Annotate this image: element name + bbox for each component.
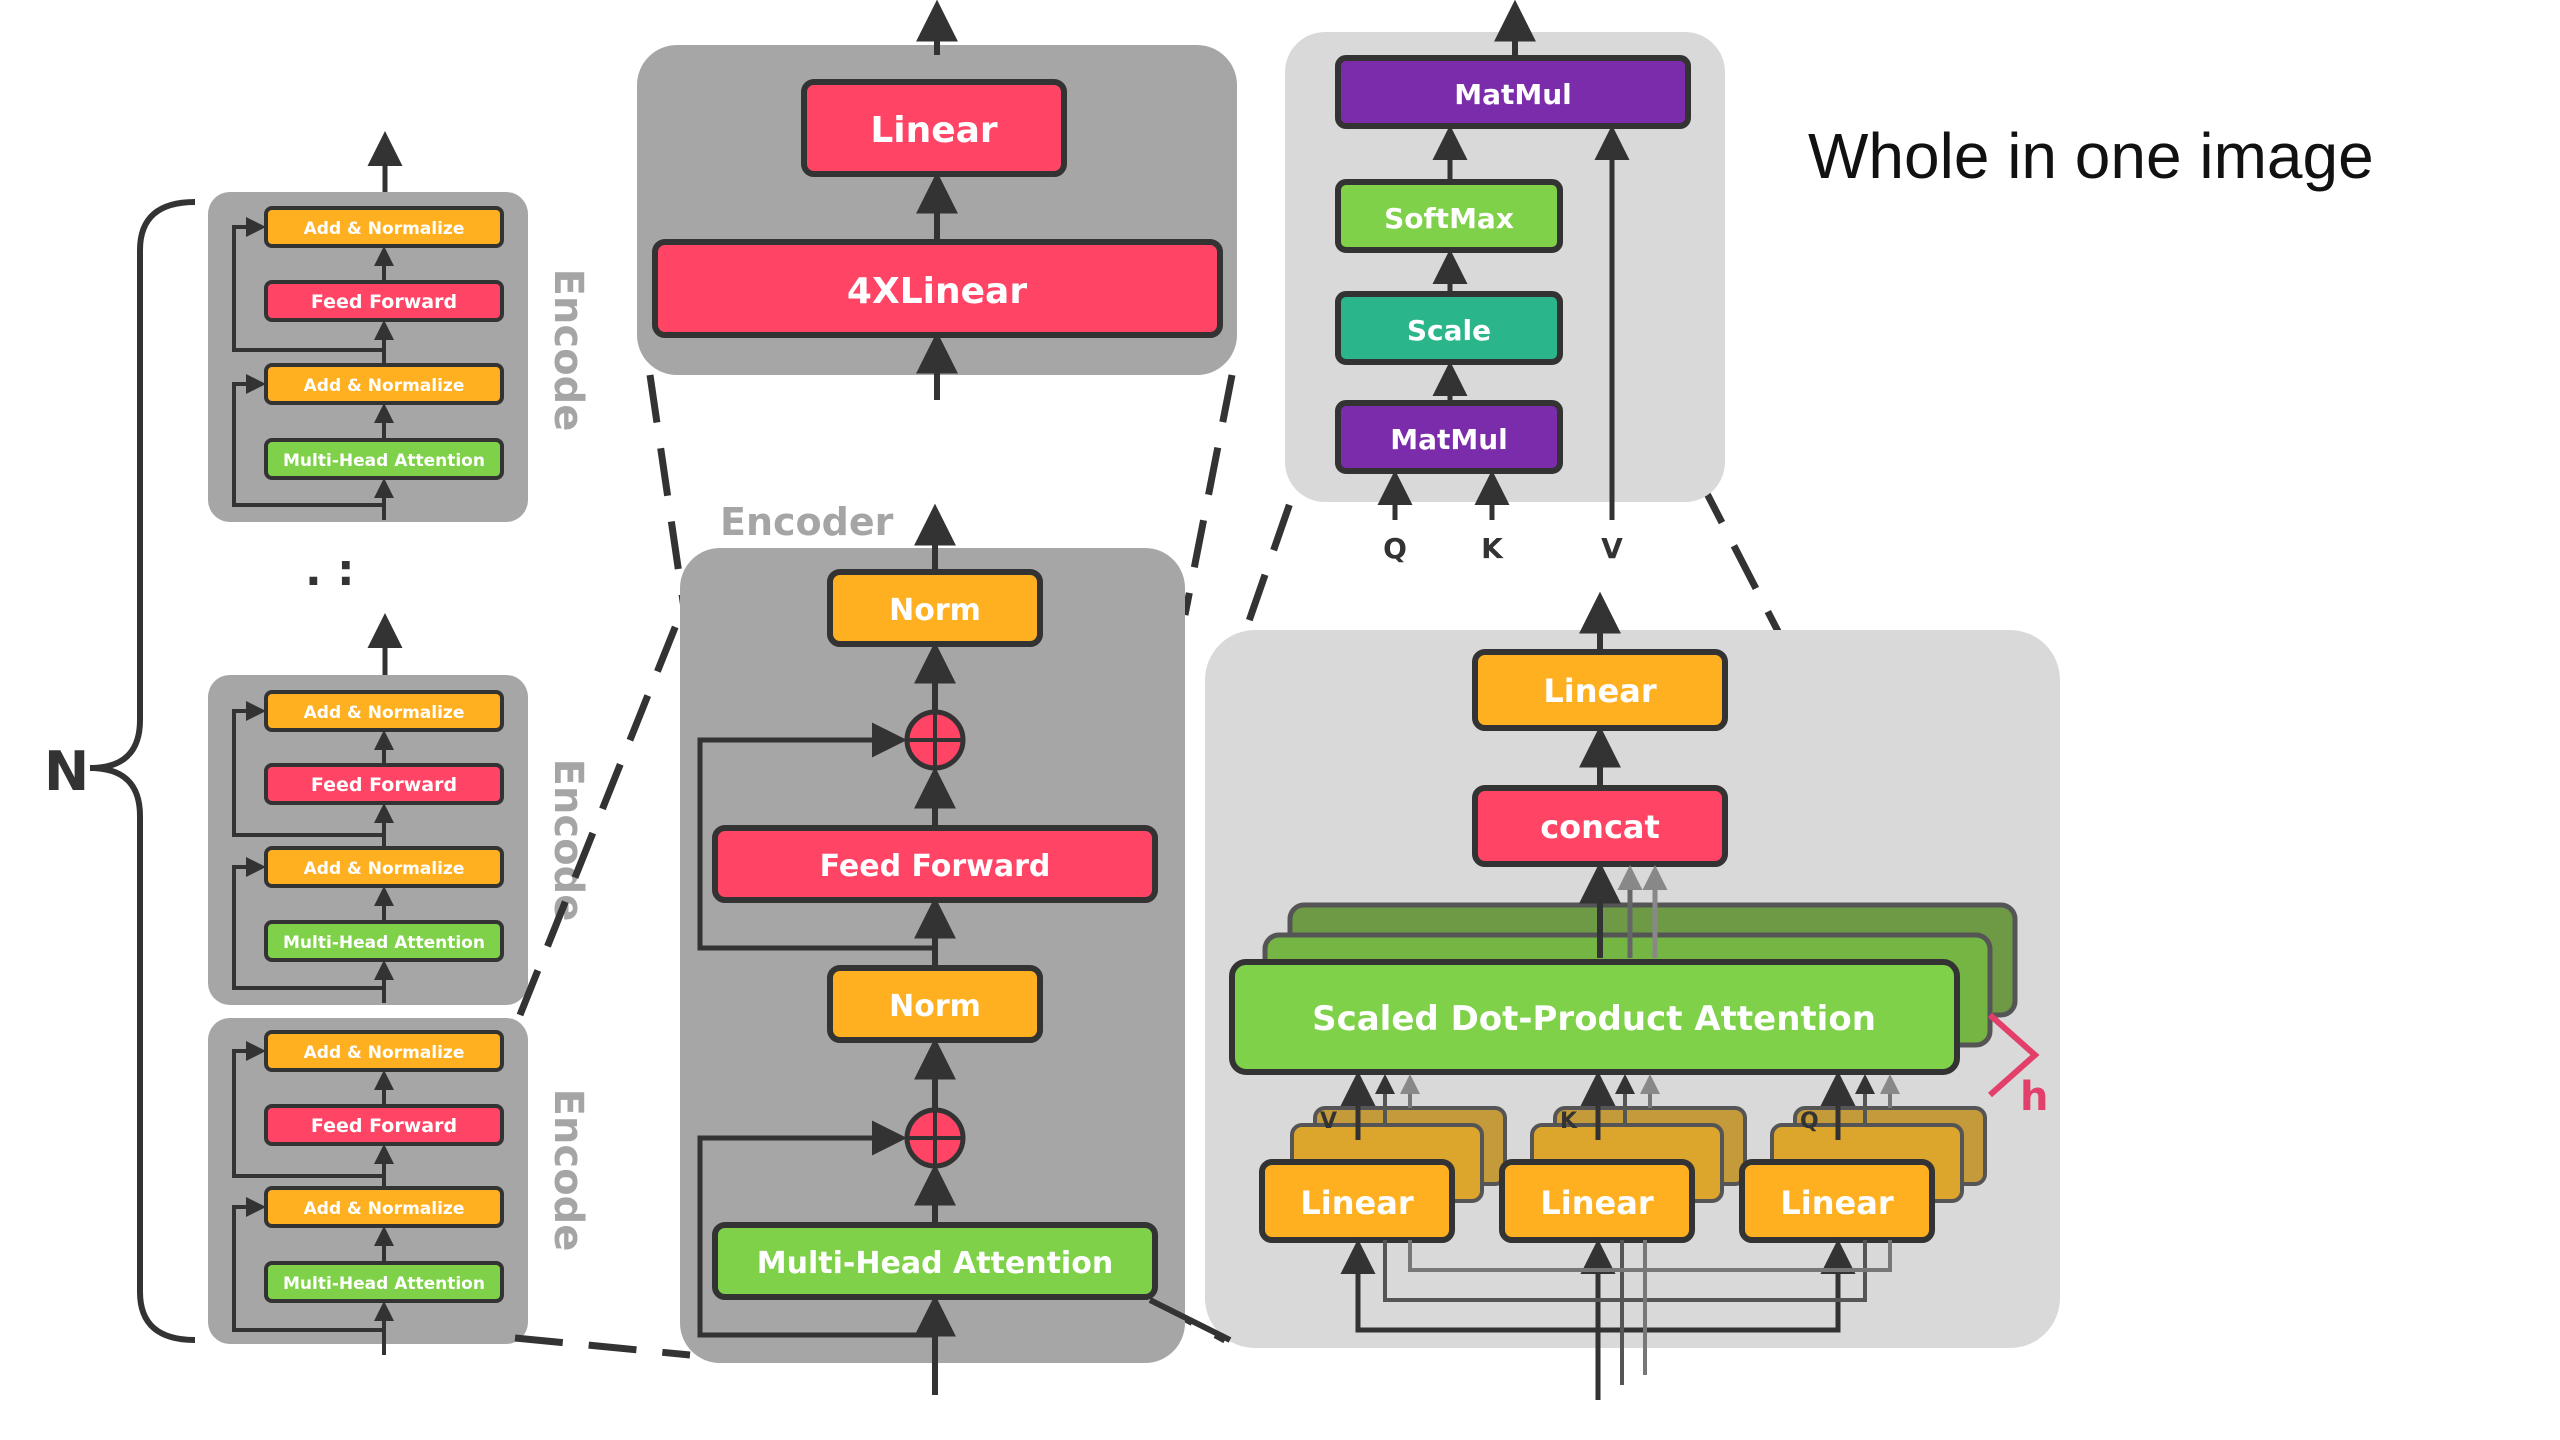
sdpa-detail-panel: MatMul SoftMax Scale MatMul Q K V bbox=[1285, 0, 1725, 565]
feed-forward-label: Feed Forward bbox=[311, 291, 457, 313]
encoder-block-2: Add & Normalize Feed Forward Add & Norma… bbox=[208, 675, 591, 1005]
4x-linear-label: 4XLinear bbox=[847, 271, 1027, 312]
encoder-block-1: Add & Normalize Feed Forward Add & Norma… bbox=[208, 192, 591, 522]
n-label: N bbox=[44, 740, 89, 803]
matmul-bottom-label: MatMul bbox=[1390, 423, 1508, 456]
feed-forward-detail-label: Feed Forward bbox=[820, 849, 1051, 884]
add-normalize-label: Add & Normalize bbox=[304, 1199, 465, 1219]
scale-label: Scale bbox=[1407, 314, 1491, 347]
encoder-stack: N Add & Normalize Feed Forward Add & Nor… bbox=[44, 131, 591, 1355]
mha-breakdown-panel: Linear concat Scaled Dot-Product Attenti… bbox=[1205, 591, 2060, 1400]
feed-forward-label: Feed Forward bbox=[311, 774, 457, 796]
linear-label: Linear bbox=[870, 110, 998, 151]
multi-head-attention-label: Multi-Head Attention bbox=[283, 1274, 485, 1294]
add-normalize-label: Add & Normalize bbox=[304, 859, 465, 879]
v-tag: V bbox=[1320, 1109, 1337, 1134]
encoder-label: Encoder bbox=[720, 500, 894, 544]
encode-label: Encode bbox=[545, 1089, 591, 1252]
h-label: h bbox=[2020, 1074, 2048, 1120]
add-normalize-label: Add & Normalize bbox=[304, 376, 465, 396]
linear-v-label: Linear bbox=[1300, 1184, 1413, 1222]
linear-k-label: Linear bbox=[1540, 1184, 1653, 1222]
feed-forward-label: Feed Forward bbox=[311, 1115, 457, 1137]
k-tag: K bbox=[1560, 1109, 1578, 1134]
q-tag: Q bbox=[1800, 1109, 1819, 1134]
encode-label: Encode bbox=[545, 269, 591, 432]
matmul-bottom-box bbox=[1335, 400, 1563, 474]
q-label: Q bbox=[1383, 532, 1407, 565]
multi-head-attention-label: Multi-Head Attention bbox=[283, 933, 485, 953]
norm-top-label: Norm bbox=[889, 593, 981, 628]
encoder-detail-panel: Encoder Norm Feed Forward Norm Multi-Hea… bbox=[680, 500, 1185, 1395]
output-panel: Linear 4XLinear bbox=[637, 0, 1237, 400]
encoder-block-3: Add & Normalize Feed Forward Add & Norma… bbox=[208, 1018, 591, 1355]
softmax-label: SoftMax bbox=[1384, 202, 1514, 235]
mha-detail-label: Multi-Head Attention bbox=[757, 1246, 1113, 1281]
add-normalize-label: Add & Normalize bbox=[304, 703, 465, 723]
linear-q-label: Linear bbox=[1780, 1184, 1893, 1222]
v-label: V bbox=[1601, 532, 1623, 565]
multi-head-attention-label: Multi-Head Attention bbox=[283, 451, 485, 471]
ellipsis: . : bbox=[305, 545, 355, 596]
concat-label: concat bbox=[1540, 808, 1660, 846]
linear-top-label: Linear bbox=[1543, 672, 1656, 710]
diagram-title: Whole in one image bbox=[1808, 120, 2374, 192]
norm-bottom-label: Norm bbox=[889, 989, 981, 1024]
matmul-top-label: MatMul bbox=[1454, 78, 1572, 111]
encode-label: Encode bbox=[545, 759, 591, 922]
sdpa-label: Scaled Dot-Product Attention bbox=[1312, 999, 1876, 1039]
add-normalize-label: Add & Normalize bbox=[304, 219, 465, 239]
matmul-top-box bbox=[1335, 55, 1691, 129]
add-normalize-label: Add & Normalize bbox=[304, 1043, 465, 1063]
n-brace bbox=[89, 199, 196, 1343]
k-label: K bbox=[1481, 532, 1504, 565]
